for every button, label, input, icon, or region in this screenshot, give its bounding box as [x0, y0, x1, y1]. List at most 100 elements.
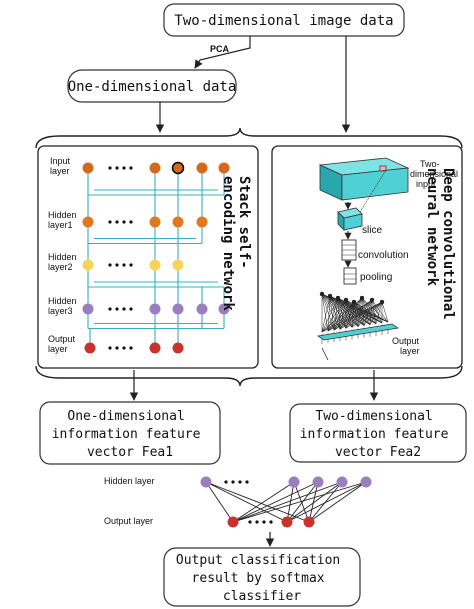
sae-input-node [196, 162, 208, 174]
sae-hidden1-node [196, 216, 208, 228]
one-dim-data-label: One-dimensional data [68, 79, 237, 95]
cnn-fc-node [343, 297, 349, 303]
ellipsis-dots [122, 307, 126, 311]
cnn-fc-node [379, 299, 385, 305]
cnn-convolution-label: convolution [358, 250, 409, 261]
sae-nodes [82, 161, 230, 354]
classifier-hidden-node [288, 476, 300, 488]
sae-input-node [171, 161, 185, 175]
pca-arrow [194, 36, 251, 69]
ellipsis-dots [129, 263, 133, 267]
ellipsis-dots [122, 346, 126, 350]
feature2-label: Two-dimensional information feature vect… [300, 409, 457, 460]
ellipsis-dots [108, 307, 112, 311]
ellipsis-dots [269, 520, 273, 524]
image-data-box [163, 3, 405, 37]
classifier-output-node [227, 516, 239, 528]
image-data-label: Two-dimensional image data [174, 13, 393, 29]
ellipsis-dots [129, 346, 133, 350]
sae-input-node [218, 162, 230, 174]
one-dim-data-box [67, 69, 237, 103]
cnn-red-patch [379, 165, 387, 172]
ellipsis-dots [108, 346, 112, 350]
cnn-fc-node [319, 291, 325, 297]
cnn-fc-node [351, 299, 357, 305]
cnn-illustration [316, 157, 410, 361]
ellipsis-dots [129, 166, 133, 170]
ellipsis-dots [122, 166, 126, 170]
sae-title: Stack self-encoding network [220, 176, 252, 311]
classifier-nodes [200, 476, 372, 528]
feature1-label: One-dimensional information feature vect… [52, 409, 209, 460]
ellipsis-dots [115, 220, 119, 224]
ellipsis-dots [108, 166, 112, 170]
output-box [163, 547, 361, 607]
classifier-connections [205, 481, 367, 523]
sae-hidden3-node [172, 303, 184, 315]
cnn-slice-label: slice [362, 225, 382, 236]
sae-hidden3-node [149, 303, 161, 315]
classifier-hidden-node [360, 476, 372, 488]
cnn-pooling-block [343, 267, 357, 285]
top-brace [35, 127, 463, 149]
ellipsis-dots [115, 346, 119, 350]
ellipsis-dots [245, 480, 249, 484]
ellipsis-dots [129, 220, 133, 224]
classifier-output-node [303, 516, 315, 528]
sae-output-node [149, 342, 161, 354]
ellipsis-dots [255, 520, 259, 524]
cnn-fc-node [335, 295, 341, 301]
ellipsis-dots [115, 263, 119, 267]
sae-hidden1-node [172, 216, 184, 228]
sae-output-node [172, 342, 184, 354]
classifier-hidden-node [200, 476, 212, 488]
sae-output-node [84, 342, 96, 354]
cnn-title: Deep convolutionalneural network [424, 168, 456, 320]
classifier-output-node [281, 516, 293, 528]
cnn-fc-node [327, 293, 333, 299]
classifier-output-label: Output layer [104, 516, 153, 526]
feature1-box [39, 401, 221, 465]
sae-hidden1-node [149, 216, 161, 228]
pca-label: PCA [210, 44, 230, 54]
sae-hidden2-node [82, 259, 94, 271]
ellipsis-dots [122, 220, 126, 224]
sae-input-node [82, 162, 94, 174]
ellipsis-dots [238, 480, 242, 484]
ellipsis-dots [115, 307, 119, 311]
ellipsis-dots [262, 520, 266, 524]
ellipsis-dots [108, 263, 112, 267]
cnn-output-bar [316, 323, 400, 341]
sae-input-node [149, 162, 161, 174]
sae-hidden3-node [82, 303, 94, 315]
sae-hidden2-node [172, 259, 184, 271]
cnn-fully-connected [319, 291, 389, 344]
ellipsis-dots [248, 520, 252, 524]
sae-hidden2-node [149, 259, 161, 271]
cnn-panel [271, 145, 463, 369]
classifier-hidden-label: Hidden layer [104, 476, 155, 486]
classifier-hidden-node [312, 476, 324, 488]
bottom-brace [35, 365, 463, 387]
ellipsis-dots [129, 307, 133, 311]
cnn-fc-node [359, 295, 365, 301]
ellipsis-dots [231, 480, 235, 484]
classifier-hidden-node [336, 476, 348, 488]
cnn-pooling-label: pooling [360, 272, 392, 283]
sae-hidden1-node [82, 216, 94, 228]
cnn-fc-node [369, 297, 375, 303]
ellipsis-dots [115, 166, 119, 170]
ellipsis-dots [224, 480, 228, 484]
sae-hidden3-node [218, 303, 230, 315]
ellipsis-dots [108, 220, 112, 224]
